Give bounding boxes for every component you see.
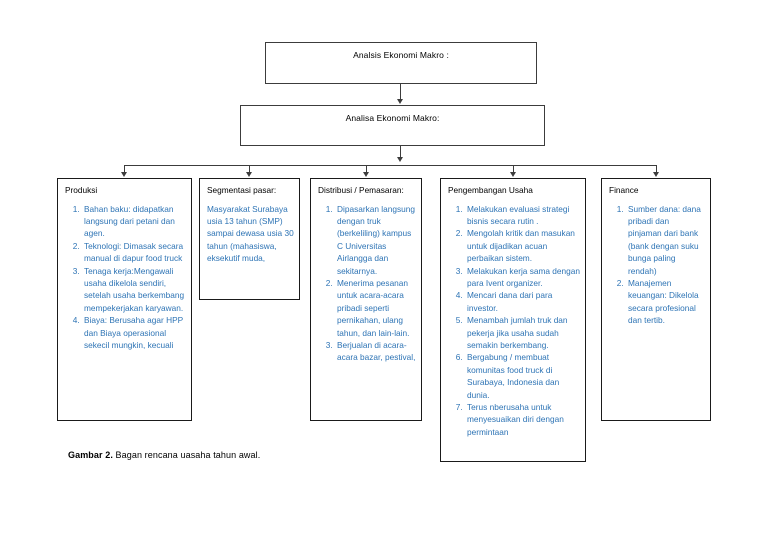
list-item: Berjualan di acara-acara bazar, pestival… — [335, 339, 416, 364]
list-item: Manajemen keuangan: Dikelola secara prof… — [626, 277, 705, 327]
list-item: Sumber dana: dana pribadi dan pinjaman d… — [626, 203, 705, 277]
column-box-segmentasi-pasar: Segmentasi pasar: Masyarakat Surabaya us… — [199, 178, 300, 300]
connector-line-vertical-bus-stem — [400, 146, 401, 158]
connector-line-vertical-col-5 — [656, 165, 657, 173]
list-item: Menambah jumlah truk dan pekerja jika us… — [465, 314, 580, 351]
list-item: Terus nberusaha untuk menyesuaikan diri … — [465, 401, 580, 438]
column-box-produksi: Produksi Bahan baku: didapatkan langsung… — [57, 178, 192, 421]
arrow-down-icon-col-4 — [509, 172, 516, 177]
column-heading: Distribusi / Pemasaran: — [318, 185, 404, 195]
connector-line-vertical-main — [400, 84, 401, 100]
column-heading: Finance — [609, 185, 639, 195]
figure-caption-label: Gambar 2. — [68, 450, 113, 460]
column-heading: Produksi — [65, 185, 98, 195]
list-item: Tenaga kerja:Mengawali usaha dikelola se… — [82, 265, 186, 315]
arrow-down-icon-bus-stem — [396, 157, 403, 162]
connector-line-vertical-col-4 — [513, 165, 514, 173]
column-paragraph: Masyarakat Surabaya usia 13 tahun (SMP) … — [207, 203, 294, 264]
connector-line-vertical-col-1 — [124, 165, 125, 173]
header-box-title: Analisa Ekonomi Makro: — [345, 113, 440, 123]
column-list: Bahan baku: didapatkan langsung dari pet… — [65, 203, 186, 352]
arrow-down-icon-col-2 — [245, 172, 252, 177]
list-item: Dipasarkan langsung dengan truk (berkeli… — [335, 203, 416, 277]
connector-line-vertical-col-2 — [249, 165, 250, 173]
connector-line-vertical-col-3 — [366, 165, 367, 173]
list-item: Teknologi: Dimasak secara manual di dapu… — [82, 240, 186, 265]
arrow-down-icon-to-analisa — [396, 99, 403, 104]
list-item: Melakukan kerja sama dengan para Ivent o… — [465, 265, 580, 290]
column-list: Sumber dana: dana pribadi dan pinjaman d… — [609, 203, 705, 327]
list-item: Mengolah kritik dan masukan untuk dijadi… — [465, 227, 580, 264]
column-list: Dipasarkan langsung dengan truk (berkeli… — [318, 203, 416, 364]
list-item: Bergabung / membuat komunitas food truck… — [465, 351, 580, 401]
column-heading: Segmentasi pasar: — [207, 185, 277, 195]
column-box-distribusi-pemasaran: Distribusi / Pemasaran: Dipasarkan langs… — [310, 178, 422, 421]
column-list: Melakukan evaluasi strategi bisnis secar… — [448, 203, 580, 439]
list-item: Menerima pesanan untuk acara-acara priba… — [335, 277, 416, 339]
header-box-title: Analsis Ekonomi Makro : — [353, 50, 449, 60]
figure-caption-text: Bagan rencana uasaha tahun awal. — [115, 450, 261, 460]
arrow-down-icon-col-5 — [652, 172, 659, 177]
header-box-analisis-ekonomi-makro: Analsis Ekonomi Makro : — [265, 42, 537, 84]
column-box-finance: Finance Sumber dana: dana pribadi dan pi… — [601, 178, 711, 421]
list-item: Mencari dana dari para investor. — [465, 289, 580, 314]
column-box-pengembangan-usaha: Pengembangan Usaha Melakukan evaluasi st… — [440, 178, 586, 462]
connector-line-horizontal-bus — [124, 165, 656, 166]
figure-caption: Gambar 2. Bagan rencana uasaha tahun awa… — [68, 450, 260, 460]
list-item: Biaya: Berusaha agar HPP dan Biaya opera… — [82, 314, 186, 351]
column-heading: Pengembangan Usaha — [448, 185, 533, 195]
header-box-analisa-ekonomi-makro: Analisa Ekonomi Makro: — [240, 105, 545, 146]
list-item: Bahan baku: didapatkan langsung dari pet… — [82, 203, 186, 240]
arrow-down-icon-col-1 — [120, 172, 127, 177]
arrow-down-icon-col-3 — [362, 172, 369, 177]
list-item: Melakukan evaluasi strategi bisnis secar… — [465, 203, 580, 228]
